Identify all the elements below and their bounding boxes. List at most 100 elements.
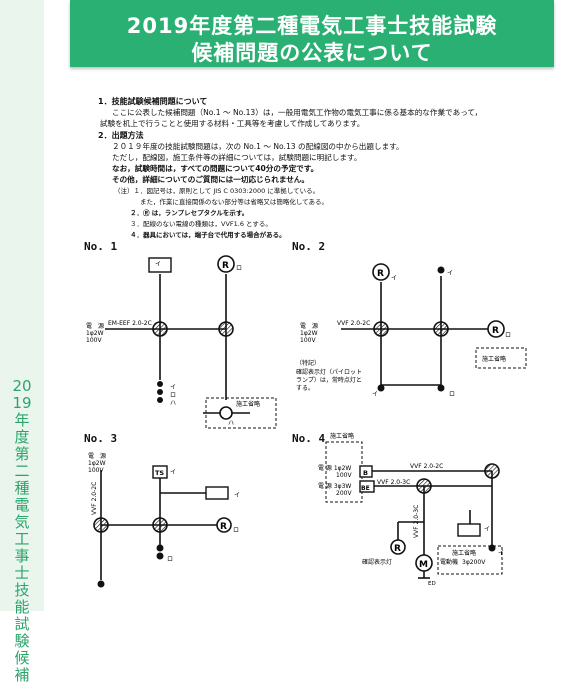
no4-outlet-symbol — [457, 523, 481, 537]
no3-outlet-symbol — [205, 486, 229, 500]
no1-sw-ha: ハ — [170, 400, 176, 407]
no2-mark-ro: ロ — [505, 332, 511, 339]
note-4: ４．器具においては，端子台で代用する場合がある。 — [130, 231, 286, 239]
no3-ts-box — [152, 465, 168, 479]
sidebar: 2019年度第二種電気工事士技能試験候補 — [0, 0, 44, 684]
diagram-no3-label: No. 3 — [84, 432, 118, 445]
no2-note-title: （特記） — [296, 359, 320, 367]
no2-lamp-r-icon — [372, 263, 390, 281]
section2-line2: ただし，配線図，施工条件等の詳細については，試験問題に明記します。 — [112, 153, 362, 162]
diagram-no2-label: No. 2 — [292, 240, 326, 253]
no2-cable: VVF 2.0-2C — [337, 320, 370, 327]
no1-outlet-symbol — [148, 257, 172, 273]
no2-omit-text: 施工省略 — [482, 355, 506, 363]
no2-omit-box — [475, 347, 527, 369]
section2-line1: ２０１９年度の技能試験問題は，次の No.1 ～ No.13 の配線図の中から出… — [112, 142, 404, 151]
no4-motor-spec: 3φ200V — [462, 559, 486, 566]
no3-source-spec1: 1φ2W — [88, 460, 106, 467]
no1-switches — [157, 381, 163, 403]
no2-junction-2 — [433, 321, 449, 337]
no1-junction-2 — [218, 321, 234, 337]
no2-source-spec2: 100V — [300, 337, 316, 344]
note-3: ３．配線のない電線の種類は，VVF1.6 とする。 — [130, 220, 272, 228]
page-header: 2019年度第二種電気工事士技能試験 候補問題の公表について — [70, 0, 554, 67]
no4-pilot-text: 確認表示灯 — [362, 558, 392, 566]
no2-sw-ro: ロ — [449, 391, 455, 398]
no4-switch — [488, 544, 496, 552]
page-title-line2: 候補問題の公表について — [191, 41, 433, 65]
no1-omit-box — [205, 397, 277, 429]
no3-ts-text: TS — [155, 469, 164, 477]
no1-mark-ro: ロ — [236, 265, 242, 272]
no1-source-spec2: 100V — [86, 337, 102, 344]
section1-line2: 試験を机上で行うことと使用する材料・工具等を考慮して作成してあります。 — [100, 119, 365, 128]
no4-src1b: 100V — [336, 472, 352, 479]
section2-line3: なお，試験時間は，すべての問題について40分の予定です。 — [112, 164, 319, 173]
no2-mark-i2: イ — [447, 270, 453, 277]
diagram-no3 — [93, 465, 232, 580]
no4-sw-i: イ — [498, 550, 504, 557]
no1-mark-ha: ハ — [228, 420, 234, 427]
no4-be-text: BE — [361, 485, 370, 492]
section2-line4: その他，詳細についてのご質問には一切応じられません。 — [112, 175, 309, 184]
no4-ed-text: ED — [428, 581, 436, 587]
diagram-no4-label: No. 4 — [292, 432, 326, 445]
no4-r-text: R — [394, 544, 401, 554]
no4-cable3: VVF 2.0-3C — [413, 505, 420, 538]
no4-omit-box2 — [437, 545, 503, 575]
section1-line1: ここに公表した候補問題（No.1 ～ No.13）は，一般用電気工作物の電気工事… — [112, 108, 483, 117]
no3-cable: VVF 2.0-2C — [91, 482, 98, 515]
no3-r-text: R — [220, 522, 227, 532]
note-1: （注）１．図記号は，原則として JIS C 0303:2000 に準拠している。 — [114, 187, 320, 195]
diagram-no1 — [105, 255, 277, 429]
no4-src1: 電 源 1φ2W — [318, 464, 351, 472]
no2-pilot-and-switches — [377, 266, 445, 392]
no3-lamp-r-icon — [216, 517, 232, 533]
diagram-no2 — [341, 263, 527, 386]
note-2: ２．Ⓡ は，ランプレセプタクルを示す。 — [130, 209, 249, 217]
no2-r-text: R — [377, 269, 384, 279]
diagram-no1-label: No. 1 — [84, 240, 118, 253]
no1-lamp-r-icon — [217, 255, 235, 273]
no1-fluorescent-icon — [219, 406, 233, 420]
no4-src2b: 200V — [336, 490, 352, 497]
page-title-line1: 2019年度第二種電気工事士技能試験 — [126, 14, 498, 38]
no1-sw-i: イ — [170, 384, 176, 391]
no2-note1: 確認表示灯（パイロット — [296, 368, 362, 376]
note-1b: また，作業に直接関係のない部分等は省略又は簡略化してある。 — [140, 198, 328, 206]
no2-sw-i: イ — [372, 391, 378, 398]
no2-mark-i: イ — [391, 275, 397, 282]
section1-heading: 1．技能試験候補問題について — [98, 97, 208, 106]
no4-lamp-r-icon — [390, 539, 406, 555]
no1-mark-i: イ — [155, 261, 161, 268]
no4-src2: 電 源 3φ3W — [318, 482, 351, 490]
no2-note3: する。 — [296, 385, 314, 392]
no2-source-spec1: 1φ2W — [300, 330, 318, 337]
no1-r-text: R — [222, 261, 229, 271]
no3-junction-1 — [93, 517, 109, 533]
no4-b-text: B — [363, 469, 368, 477]
no3-source-label: 電 源 — [88, 452, 106, 460]
no4-cable1: VVF 2.0-2C — [410, 463, 443, 470]
no2-junction-1 — [373, 321, 389, 337]
no3-mark-i: イ — [170, 469, 176, 476]
no3-sw-ro: ロ — [167, 556, 173, 563]
no4-m-text: M — [419, 560, 428, 570]
no4-mark-i: イ — [484, 526, 490, 533]
no1-omit-text: 施工省略 — [236, 400, 260, 408]
no3-mark-ro: ロ — [233, 527, 239, 534]
no3-source-spec2: 100V — [88, 467, 104, 474]
wiring-diagrams: イ R ロ イ ロ ハ ハ 電 源 1φ2W 100V EM-EEF 2.0-2… — [86, 255, 527, 588]
no1-source-label: 電 源 — [86, 322, 104, 330]
no4-omit2-text: 施工省略 — [452, 549, 476, 557]
no1-sw-ro: ロ — [170, 392, 176, 399]
no2-source-label: 電 源 — [300, 322, 318, 330]
no4-cable2: VVF 2.0-3C — [377, 479, 410, 486]
no1-source-spec1: 1φ2W — [86, 330, 104, 337]
no1-cable: EM-EEF 2.0-2C — [108, 320, 152, 327]
no3-switches — [97, 544, 164, 588]
no4-motor-text: 電動機 — [440, 558, 458, 566]
no2-note2: ランプ）は，常時点灯と — [296, 376, 362, 384]
no2-lamp-r2-icon — [487, 320, 505, 338]
no4-junction-2 — [484, 463, 500, 479]
